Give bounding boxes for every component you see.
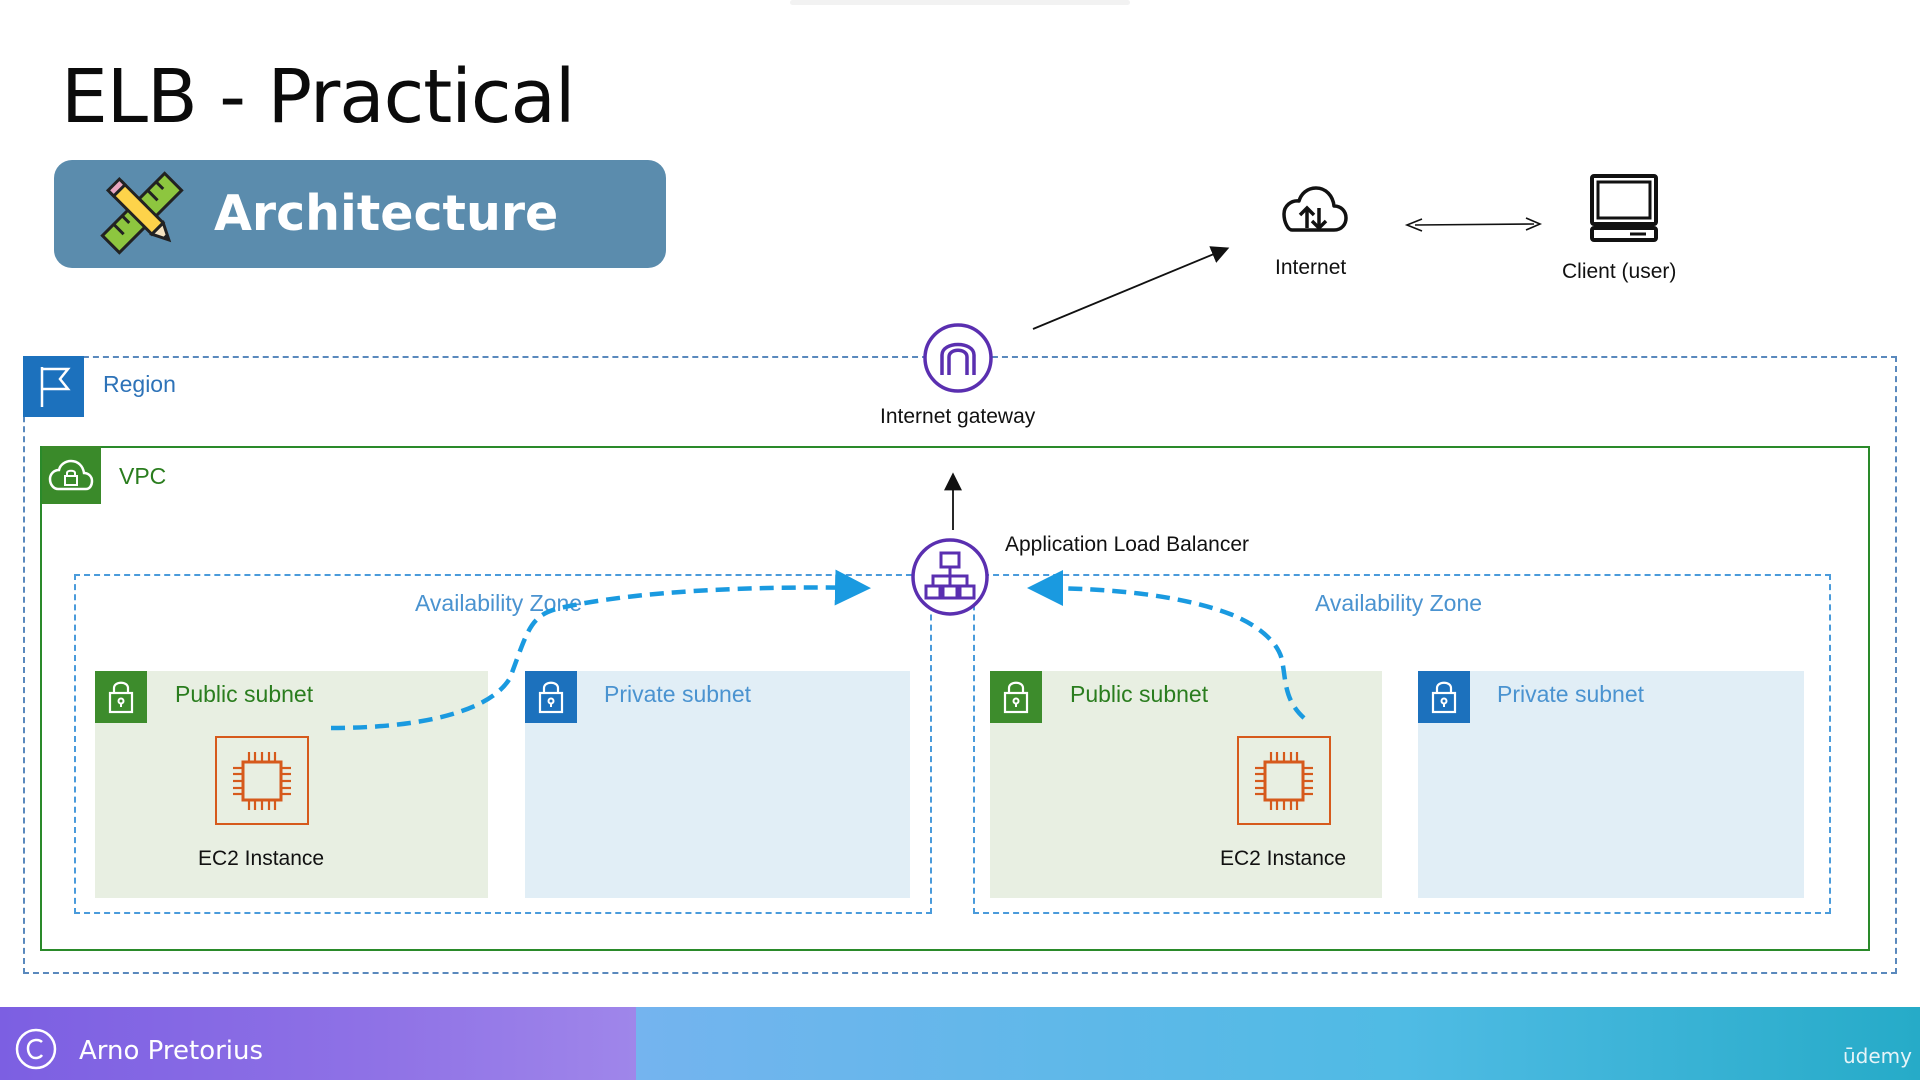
footer-bar-right bbox=[636, 1007, 1920, 1080]
alb-label: Application Load Balancer bbox=[1005, 533, 1250, 556]
vpc-container bbox=[40, 446, 1870, 951]
internet-gateway-icon bbox=[923, 323, 993, 393]
public-subnet-label-right: Public subnet bbox=[1070, 681, 1209, 707]
private-subnet-label-left: Private subnet bbox=[604, 681, 752, 707]
author-name: Arno Pretorius bbox=[79, 1036, 264, 1066]
lock-icon bbox=[1003, 681, 1029, 714]
internet-label: Internet bbox=[1275, 256, 1347, 279]
private-subnet-right bbox=[1418, 671, 1804, 898]
lock-icon bbox=[538, 681, 564, 714]
cloud-lock-icon bbox=[48, 459, 94, 491]
availability-zone-left bbox=[74, 574, 932, 914]
availability-zone-right bbox=[973, 574, 1831, 914]
lock-icon bbox=[1431, 681, 1457, 714]
laptop-icon bbox=[1590, 174, 1658, 242]
private-subnet-label-right: Private subnet bbox=[1497, 681, 1645, 707]
ec2-instance-label-right: EC2 Instance bbox=[1220, 847, 1347, 870]
load-balancer-icon bbox=[911, 538, 989, 616]
chip-icon bbox=[233, 752, 291, 810]
lock-icon bbox=[108, 681, 134, 714]
slide-title: ELB - Practical bbox=[61, 54, 575, 140]
chip-icon bbox=[1255, 752, 1313, 810]
udemy-logo: ūdemy bbox=[1843, 1044, 1912, 1068]
vpc-label: VPC bbox=[119, 463, 167, 489]
flag-icon bbox=[40, 367, 71, 407]
private-subnet-lock-badge-right bbox=[1418, 671, 1470, 723]
region-label: Region bbox=[103, 371, 176, 397]
public-subnet-lock-badge-right bbox=[990, 671, 1042, 723]
ec2-instance-label-left: EC2 Instance bbox=[198, 847, 325, 870]
public-subnet-label-left: Public subnet bbox=[175, 681, 314, 707]
ec2-instance-left bbox=[215, 736, 309, 825]
ec2-instance-right bbox=[1237, 736, 1331, 825]
top-decoration bbox=[790, 0, 1130, 5]
copyright-icon bbox=[15, 1028, 57, 1070]
region-icon-badge bbox=[23, 356, 84, 417]
footer-bar-left bbox=[0, 1007, 636, 1080]
availability-zone-label-right: Availability Zone bbox=[1315, 590, 1483, 616]
cloud-upload-download-icon bbox=[1282, 186, 1348, 232]
internet-gateway-label: Internet gateway bbox=[880, 405, 1036, 428]
pencil-ruler-icon bbox=[100, 171, 184, 255]
architecture-label: Architecture bbox=[214, 185, 559, 242]
availability-zone-label-left: Availability Zone bbox=[415, 590, 583, 616]
public-subnet-lock-badge-left bbox=[95, 671, 147, 723]
client-label: Client (user) bbox=[1562, 260, 1677, 283]
